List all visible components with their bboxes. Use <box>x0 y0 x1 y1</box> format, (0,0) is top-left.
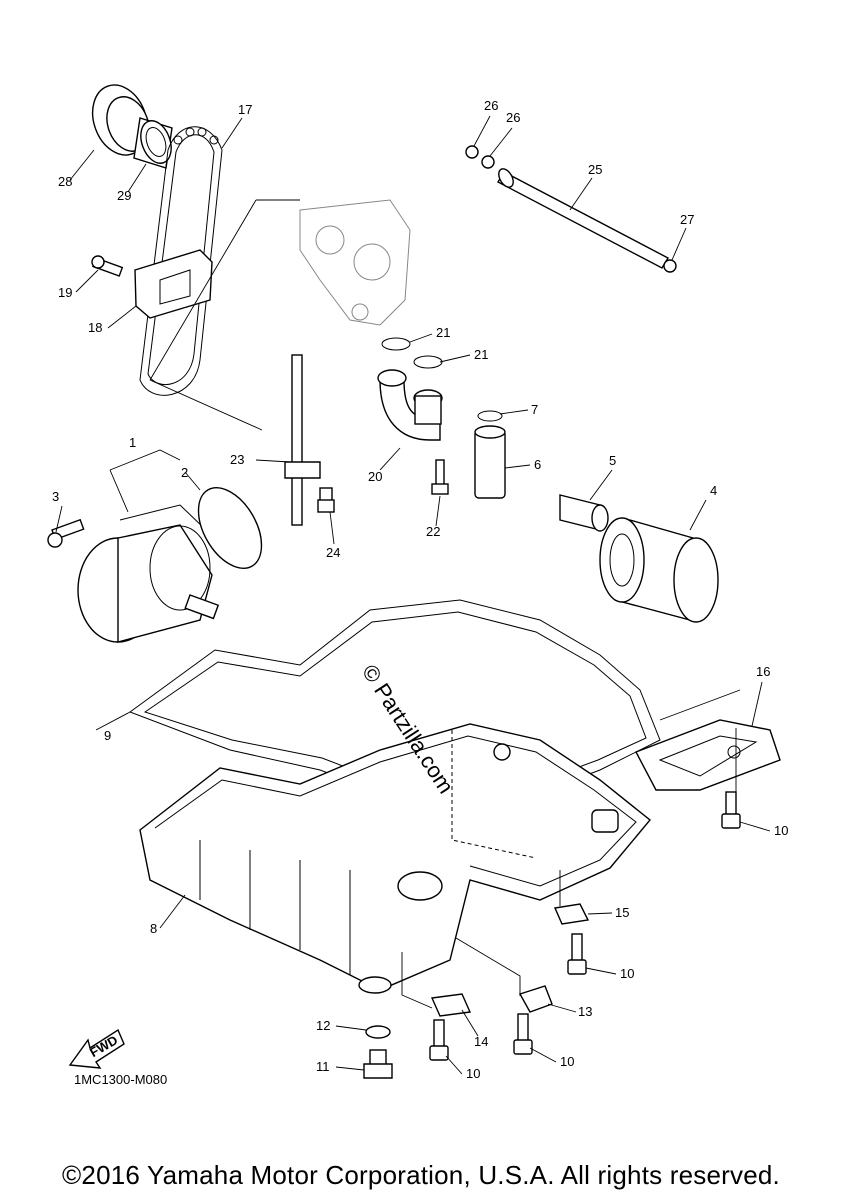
callout-27: 27 <box>680 212 694 227</box>
callout-9: 9 <box>104 728 111 743</box>
baffle-plate <box>635 719 781 791</box>
callout-15: 15 <box>615 905 629 920</box>
washer-12 <box>365 1025 391 1039</box>
callout-4: 4 <box>710 483 717 498</box>
union-bolt <box>559 494 609 532</box>
callout-10-a: 10 <box>774 823 788 838</box>
bolt-10-d <box>429 1019 449 1061</box>
bolt-10-b <box>567 933 587 975</box>
relief-valve <box>474 410 506 499</box>
leader-lines <box>55 115 771 1075</box>
callout-8: 8 <box>150 921 157 936</box>
bolt-10-a <box>721 791 741 829</box>
copyright-footer: ©2016 Yamaha Motor Corporation, U.S.A. A… <box>62 1160 780 1190</box>
callout-14: 14 <box>474 1034 488 1049</box>
callout-13: 13 <box>578 1004 592 1019</box>
callout-20: 20 <box>368 469 382 484</box>
chain-guide <box>134 249 213 319</box>
callout-21-a: 21 <box>436 325 450 340</box>
oil-delivery-pipe <box>465 145 677 273</box>
starter-clutch-assembly <box>91 84 173 169</box>
callout-25: 25 <box>588 162 602 177</box>
callout-1: 1 <box>129 435 136 450</box>
callout-28: 28 <box>58 174 72 189</box>
oil-pan <box>139 723 651 994</box>
oil-level-gauge <box>284 354 335 526</box>
callout-26-a: 26 <box>484 98 498 113</box>
clamp-15 <box>553 903 590 925</box>
callout-18: 18 <box>88 320 102 335</box>
callout-10-b: 10 <box>620 966 634 981</box>
oil-cooler <box>77 487 263 643</box>
oil-pump-ghost <box>299 199 411 326</box>
callout-11: 11 <box>316 1059 330 1074</box>
callout-24: 24 <box>326 545 340 560</box>
callout-6: 6 <box>534 457 541 472</box>
oil-strainer-pipe <box>377 337 443 441</box>
callout-10-d: 10 <box>466 1066 480 1081</box>
clamp-14 <box>430 993 472 1017</box>
callout-3: 3 <box>52 489 59 504</box>
pipe-bolt <box>431 459 449 495</box>
callout-2: 2 <box>181 465 188 480</box>
callout-22: 22 <box>426 524 440 539</box>
callout-26-b: 26 <box>506 110 520 125</box>
callout-21-b: 21 <box>474 347 488 362</box>
oil-filter <box>599 517 719 623</box>
clamp-13 <box>518 985 553 1013</box>
callout-23: 23 <box>230 452 244 467</box>
bolt-10-c <box>513 1013 533 1055</box>
callout-12: 12 <box>316 1018 330 1033</box>
callout-16: 16 <box>756 664 770 679</box>
callout-17: 17 <box>238 102 252 117</box>
drain-bolt-11 <box>363 1049 393 1079</box>
fwd-arrow-icon: FWD <box>68 1028 125 1069</box>
diagram-code: 1MC1300-M080 <box>74 1072 168 1087</box>
guide-bolt <box>91 255 124 277</box>
callout-19: 19 <box>58 285 72 300</box>
callout-10-c: 10 <box>560 1054 574 1069</box>
callout-5: 5 <box>609 453 616 468</box>
callout-7: 7 <box>531 402 538 417</box>
callout-labels: 1 2 3 4 5 6 7 8 9 10 10 10 10 10 11 12 1… <box>52 98 788 1081</box>
cooler-bolt <box>47 518 85 548</box>
